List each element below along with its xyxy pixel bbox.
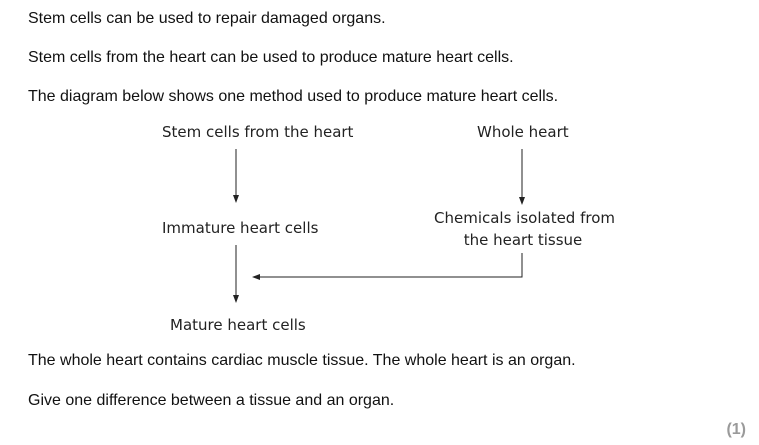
immature-cells-label: Immature heart cells [162,219,319,237]
intro-text-3: The diagram below shows one method used … [28,88,559,105]
arrow-stem-to-immature [233,149,239,203]
whole-heart-label: Whole heart [477,123,569,141]
tissue-organ-text: The whole heart contains cardiac muscle … [28,352,576,369]
chemicals-label: Chemicals isolated from the heart tissue [434,207,616,251]
arrow-immature-to-mature [233,245,239,303]
arrow-chemicals-to-main [252,253,523,280]
question-prompt: Give one difference between a tissue and… [28,392,395,409]
marks-label: (1) [726,421,746,438]
chemicals-label-line1: Chemicals isolated from [434,209,616,227]
intro-text-1: Stem cells can be used to repair damaged… [28,10,386,27]
stem-cells-label: Stem cells from the heart [162,123,354,141]
intro-text-2: Stem cells from the heart can be used to… [28,49,514,66]
mature-cells-label: Mature heart cells [170,316,306,334]
chemicals-label-line2: the heart tissue [463,231,583,249]
arrow-whole-to-chemicals [519,149,525,205]
